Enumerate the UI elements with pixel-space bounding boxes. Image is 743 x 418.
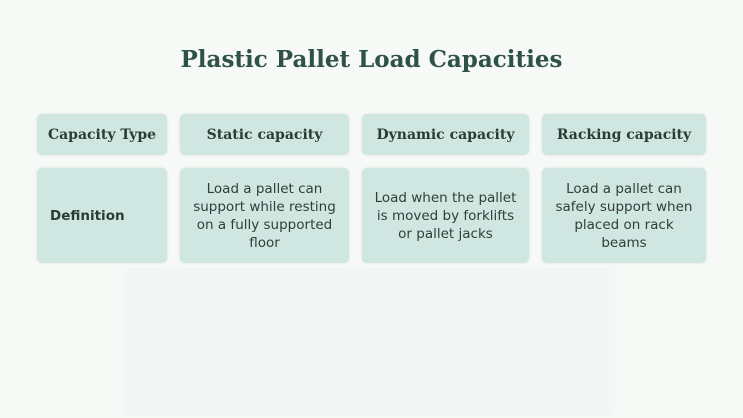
definition-dynamic: Load when the pallet is moved by forklif… xyxy=(362,168,529,263)
row-label-definition: Definition xyxy=(37,168,167,263)
definition-racking: Load a pallet can safely support when pl… xyxy=(542,168,706,263)
header-dynamic-capacity: Dynamic capacity xyxy=(362,114,529,155)
header-static-capacity: Static capacity xyxy=(180,114,349,155)
faint-background-panel xyxy=(125,268,615,416)
slide-title: Plastic Pallet Load Capacities xyxy=(180,46,563,73)
header-racking-capacity: Racking capacity xyxy=(542,114,706,155)
header-capacity-type: Capacity Type xyxy=(37,114,167,155)
definition-static: Load a pallet can support while resting … xyxy=(180,168,349,263)
